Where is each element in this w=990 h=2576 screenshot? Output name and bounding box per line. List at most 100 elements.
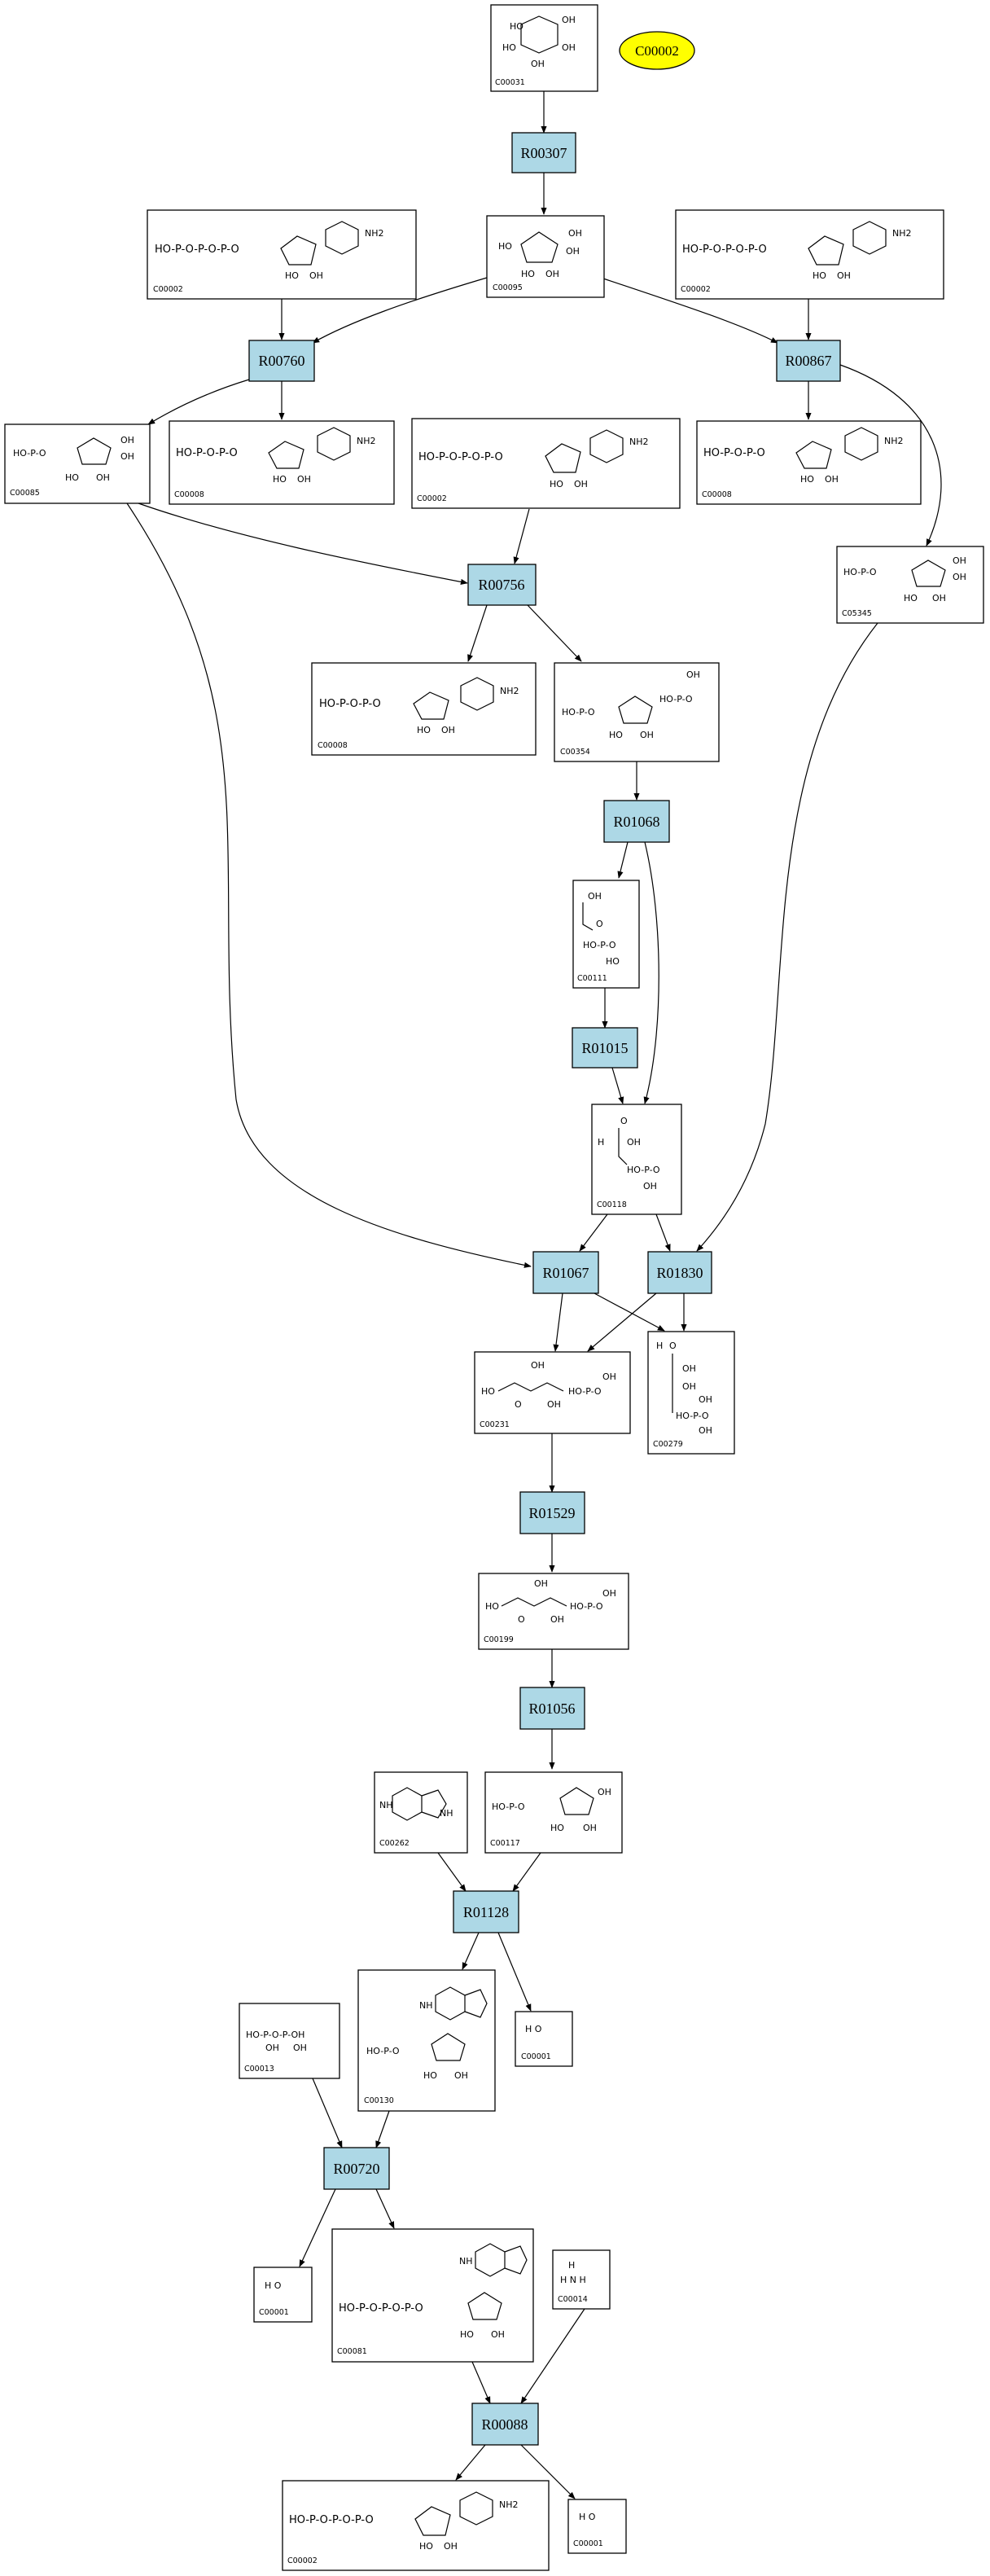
compound-c00095[interactable]: HO OH OH HO OH C00095 (486, 215, 605, 298)
reaction-r01128[interactable]: R01128 (453, 1890, 519, 1933)
reactions: R00307 R00760 R00867 R00756 R01068 R0101… (248, 132, 841, 2446)
reaction-r01067[interactable]: R01067 (532, 1251, 599, 1294)
edge-r01128-c00001a (497, 1932, 532, 2012)
compound-c00081[interactable]: NH HO-P-O-P-O-P-O HO OH C00081 (331, 2228, 534, 2363)
compound-c00002-c[interactable]: HO-P-O-P-O-P-O NH2 HO OH C00002 (411, 418, 681, 509)
edge-r01068-c00118 (643, 841, 659, 1104)
atom: OH (562, 42, 576, 53)
compound-c00008-a[interactable]: HO-P-O-P-O NH2 HO OH C00008 (169, 420, 395, 505)
ribose-ring (467, 2292, 502, 2320)
compound-box (647, 1331, 735, 1455)
edge-c00095-r00760 (312, 277, 488, 344)
phosphate-group: HO-P-O (568, 1386, 602, 1397)
compound-c00118[interactable]: O H OH HO-P-O OH C00118 (591, 1104, 682, 1215)
reaction-r01830[interactable]: R01830 (647, 1251, 712, 1294)
reaction-r01015[interactable]: R01015 (572, 1027, 638, 1069)
atom: OH (265, 2043, 279, 2053)
atom: OH (602, 1588, 616, 1599)
reaction-r00756[interactable]: R00756 (467, 564, 537, 606)
ribose-ring (414, 2506, 451, 2536)
compound-box (696, 420, 922, 505)
atom: OH (531, 1360, 545, 1371)
compound-id: C00199 (484, 1635, 514, 1644)
edge-r00720-c00001b (299, 2188, 336, 2267)
reaction-r00088[interactable]: R00088 (471, 2403, 539, 2446)
compound-c00014[interactable]: H H N H C00014 (552, 2249, 611, 2310)
compound-c00199[interactable]: HO OH O OH HO-P-O OH C00199 (478, 1573, 629, 1650)
compound-c00008-b[interactable]: HO-P-O-P-O NH2 HO OH C00008 (696, 420, 922, 505)
imidazole-ring (421, 1789, 447, 1819)
atom: OH (120, 435, 134, 445)
compound-c00085[interactable]: HO-P-O OH OH HO OH C00085 (4, 423, 151, 504)
compound-c00031[interactable]: HO OH OH HO OH C00031 (490, 4, 598, 92)
compound-c00001-a[interactable]: H O C00001 (515, 2011, 573, 2067)
reaction-box (572, 1027, 638, 1069)
compound-box (591, 1104, 682, 1215)
compound-box (478, 1573, 629, 1650)
compound-c00354[interactable]: HO-P-O HO-P-O OH HO OH C00354 (554, 662, 720, 762)
reaction-label: R00756 (478, 577, 524, 593)
phosphate-chain: HO-P-O-P-O (176, 447, 238, 459)
compound-c00002-a[interactable]: HO-P-O-P-O-P-O NH2 HO OH C00002 (147, 209, 417, 300)
compound-c00130[interactable]: NH HO-P-O HO OH C00130 (357, 1969, 496, 2112)
compound-c00262[interactable]: NH NH C00262 (374, 1771, 468, 1854)
reaction-r00760[interactable]: R00760 (248, 340, 315, 382)
sugar-ring (520, 15, 559, 54)
atom: OH (627, 1137, 641, 1148)
highlight-compound[interactable]: C00002 (619, 31, 695, 70)
compound-c00013[interactable]: HO-P-O-P-OH OH OH C00013 (239, 2003, 340, 2079)
phosphate-chain: HO-P-O-P-O-P-O (155, 244, 239, 256)
compound-c00001-b[interactable]: H O C00001 (253, 2267, 313, 2323)
atom: OH (297, 474, 311, 485)
compound-c00001-c[interactable]: H O C00001 (567, 2499, 627, 2554)
atom: O (518, 1614, 525, 1625)
compound-c00231[interactable]: HO OH O OH HO-P-O OH C00231 (474, 1351, 631, 1434)
highlight-ellipse (619, 31, 695, 70)
reaction-r01068[interactable]: R01068 (603, 800, 670, 843)
edge-c00117-r01128 (512, 1852, 541, 1892)
atom: NH (419, 2000, 433, 2011)
compound-c00002-b[interactable]: HO-P-O-P-O-P-O NH2 HO OH C00002 (675, 209, 944, 300)
reaction-r00720[interactable]: R00720 (323, 2147, 390, 2190)
sugar-ring (559, 1787, 594, 1815)
reaction-box (603, 800, 670, 843)
purine-ring (460, 677, 494, 711)
compound-id: C05345 (842, 609, 872, 618)
atom: OH (309, 270, 323, 281)
edge-c00085-r01067 (126, 502, 532, 1268)
compound-id: C00008 (174, 490, 204, 499)
compound-c00002-d[interactable]: HO-P-O-P-O-P-O NH2 HO OH C00002 (282, 2480, 550, 2571)
reaction-r00867[interactable]: R00867 (776, 340, 841, 382)
atom: OH (491, 2329, 505, 2340)
ribose-ring (431, 2033, 466, 2061)
reaction-box (248, 340, 315, 382)
reaction-label: R01830 (656, 1265, 703, 1281)
edge-c00081-r00088 (471, 2361, 491, 2404)
ribose-ring (808, 235, 844, 265)
purine-ring (317, 427, 351, 461)
atom: OH (96, 472, 110, 483)
compound-c00117[interactable]: HO-P-O OH HO OH C00117 (484, 1771, 623, 1854)
reaction-r01529[interactable]: R01529 (519, 1491, 585, 1534)
atom: NH2 (357, 436, 376, 446)
reaction-r00307[interactable]: R00307 (511, 132, 576, 173)
reaction-label: R01529 (528, 1505, 575, 1521)
compound-c05345[interactable]: HO-P-O OH OH HO OH C05345 (836, 546, 984, 624)
atom: OH (837, 270, 851, 281)
edge-r00756-c00354 (527, 604, 582, 662)
phosphate-group: HO-P-O (492, 1801, 525, 1812)
compound-box (169, 420, 395, 505)
highlight-label: C00002 (635, 43, 679, 59)
atom: OH (699, 1425, 712, 1436)
compound-id: C00002 (681, 285, 711, 294)
atom: OH (545, 269, 559, 279)
compound-c00111[interactable]: OH O HO-P-O HO C00111 (572, 880, 640, 989)
compound-box (357, 1969, 496, 2112)
edge-c00130-r00720 (375, 2110, 390, 2148)
phosphate-group: HO-P-O (570, 1601, 603, 1612)
compound-c00279[interactable]: H O OH OH OH HO-P-O OH C00279 (647, 1331, 735, 1455)
reaction-r01056[interactable]: R01056 (519, 1687, 585, 1730)
compound-c00008-c[interactable]: HO-P-O-P-O NH2 HO OH C00008 (311, 662, 537, 756)
ribose-ring (280, 235, 317, 265)
